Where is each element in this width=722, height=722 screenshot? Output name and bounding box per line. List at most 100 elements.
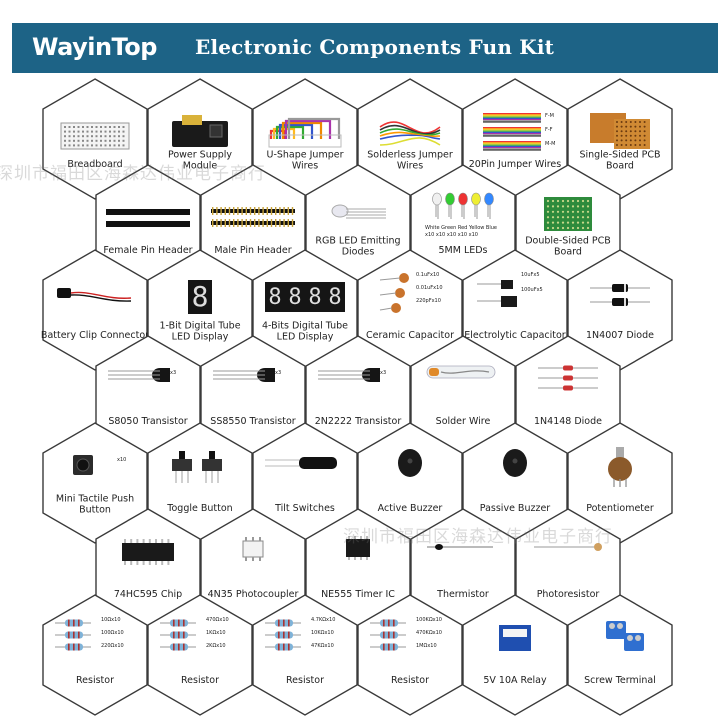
component-note: x3 <box>380 370 386 376</box>
component-label: 5V 10A Relay <box>483 675 547 686</box>
component-note: 100uFx5 <box>521 287 543 293</box>
component-note: 100KΩx10 <box>416 617 442 623</box>
potentiometer-icon <box>608 447 632 487</box>
component-label: Board <box>606 161 634 172</box>
component-label: Resistor <box>181 675 219 686</box>
component-tile-breadboard: Breadboard <box>42 78 148 200</box>
component-label: Male Pin Header <box>214 245 291 256</box>
svg-text:8: 8 <box>308 285 321 310</box>
male-header-icon <box>211 207 295 227</box>
electrolytic-capacitor-icon <box>477 280 517 307</box>
svg-text:8: 8 <box>328 285 341 310</box>
solder-wire-icon <box>426 365 496 379</box>
component-label: Screw Terminal <box>584 675 656 686</box>
component-tile-active-buzzer: Active Buzzer <box>357 422 463 544</box>
component-label: Resistor <box>76 675 114 686</box>
hex-frame <box>42 422 148 544</box>
component-tile-solder-wire: Solder Wire <box>410 335 516 457</box>
component-label: Potentiometer <box>586 503 654 514</box>
component-label: 20Pin Jumper Wires <box>469 159 562 170</box>
battery-clip-icon <box>57 288 132 302</box>
component-note: 4.7KΩx10 <box>311 617 335 623</box>
component-tile-74hc595-chip: 74HC595 Chip <box>95 508 201 630</box>
component-tile-battery-clip-connector: Battery Clip Connector <box>41 249 149 371</box>
component-note: M-M <box>545 141 555 147</box>
page-title: Electronic Components Fun Kit <box>195 35 555 59</box>
component-label: U-Shape Jumper <box>266 150 343 161</box>
tilt-switch-icon <box>265 457 337 469</box>
component-label: Battery Clip Connector <box>41 330 149 341</box>
component-label: Module <box>183 161 218 172</box>
jumper-wires-icon <box>379 121 441 146</box>
component-note: 0.1uFx10 <box>416 272 439 278</box>
component-label: Toggle Button <box>166 503 232 514</box>
component-label: 4-Bits Digital Tube <box>262 321 348 332</box>
component-tile-male-pin-header: Male Pin Header <box>200 164 306 286</box>
component-label: Double-Sided PCB <box>525 236 611 247</box>
resistor-icon <box>55 619 91 651</box>
component-label: 4N35 Photocoupler <box>208 589 299 600</box>
brand-logo: WayinTop <box>32 33 157 61</box>
power-module-icon <box>172 115 228 147</box>
component-note: F-F <box>545 127 553 133</box>
component-label: 1-Bit Digital Tube <box>159 321 240 332</box>
component-note: 10KΩx10 <box>311 630 334 636</box>
push-button-icon <box>73 455 93 475</box>
component-label: Thermistor <box>436 589 489 600</box>
component-note: 1MΩx10 <box>416 643 437 649</box>
relay-icon <box>499 625 531 651</box>
component-note: 1KΩx10 <box>206 630 226 636</box>
component-note: 10uFx5 <box>521 272 540 278</box>
breadboard-icon <box>60 122 130 150</box>
screw-terminal-icon <box>606 621 644 651</box>
component-label: Passive Buzzer <box>480 503 551 514</box>
diode-icon <box>590 284 650 306</box>
female-header-icon <box>106 209 190 227</box>
header-banner: WayinTop Electronic Components Fun Kit <box>12 23 718 73</box>
component-label: Resistor <box>391 675 429 686</box>
component-note: 220pFx10 <box>416 298 441 304</box>
component-tile-5v-10a-relay: 5V 10A Relay <box>462 594 568 716</box>
leds-icon <box>432 192 494 219</box>
ic-chip-icon <box>122 539 174 565</box>
component-label: Active Buzzer <box>378 503 443 514</box>
small-diode-icon <box>538 365 598 391</box>
component-label: Wires <box>397 161 423 172</box>
resistor-icon <box>370 619 406 651</box>
component-label: Breadboard <box>67 159 122 170</box>
transistor-icon <box>213 368 275 382</box>
resistor-icon <box>160 619 196 651</box>
one-digit-display-icon: 8 <box>188 280 212 314</box>
svg-text:8: 8 <box>192 280 209 313</box>
component-label: 5MM LEDs <box>438 245 487 256</box>
photocoupler-icon <box>242 537 264 561</box>
component-label: Solderless Jumper <box>367 150 453 161</box>
buzzer-icon <box>398 449 422 477</box>
component-note: x3 <box>170 370 176 376</box>
resistor-icon <box>265 619 301 651</box>
component-label: Power Supply <box>168 150 232 161</box>
transistor-icon <box>318 368 380 382</box>
component-note: White Green Red Yellow Blue <box>425 225 497 231</box>
component-note: 10Ωx10 <box>101 617 121 623</box>
pcb-double-icon <box>544 197 592 231</box>
component-label: Board <box>554 247 582 258</box>
component-note: 470Ωx10 <box>206 617 229 623</box>
component-tile-potentiometer: Potentiometer <box>567 422 673 544</box>
hex-frame <box>567 594 673 716</box>
component-tile-1n4148-diode: 1N4148 Diode <box>515 335 621 457</box>
component-label: LED Display <box>277 332 334 343</box>
component-note: 0.01uFx10 <box>416 285 443 291</box>
component-tile-thermistor: Thermistor <box>410 508 516 630</box>
